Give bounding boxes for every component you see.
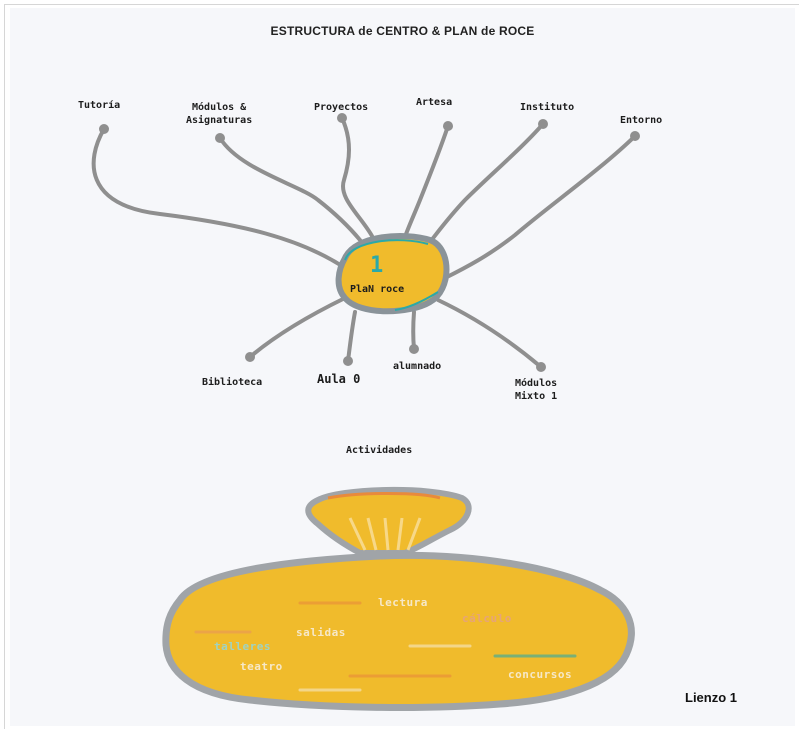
connector-biblioteca	[248, 296, 347, 359]
connector-modulos	[218, 136, 362, 242]
hub-number: 1	[370, 253, 384, 278]
branch-label-modulos: Módulos & Asignaturas	[186, 102, 253, 126]
branch-label-artesa: Artesa	[416, 97, 453, 108]
branch-label-proyectos: Proyectos	[314, 102, 369, 113]
branch-label-alumnado: alumnado	[393, 361, 442, 372]
connector-aula0	[346, 310, 357, 363]
activities-cap	[305, 486, 472, 556]
hub-node	[335, 233, 450, 315]
activity-word: concursos	[508, 668, 573, 681]
connector-artesa	[403, 124, 450, 239]
branch-label-biblioteca: Biblioteca	[202, 377, 263, 388]
connector-modulo-mixto	[436, 298, 543, 369]
activities-blob	[162, 551, 635, 711]
branch-label-aula0: Aula 0	[317, 372, 361, 386]
canvas-label: Lienzo 1	[685, 690, 738, 705]
connector-entorno	[443, 134, 637, 280]
activity-word: salidas	[296, 626, 346, 639]
activity-word: cálculo	[462, 612, 512, 625]
image-frame	[4, 4, 799, 729]
branch-label-modulo-mixto: Módulos Mixto 1	[515, 378, 558, 402]
branch-label-instituto: Instituto	[520, 102, 575, 113]
activity-word: teatro	[240, 660, 283, 673]
connector-instituto	[428, 122, 545, 244]
connector-alumnado	[411, 310, 416, 351]
activities-label: Actividades	[346, 445, 413, 456]
activity-word: talleres	[214, 640, 271, 653]
activity-word: lectura	[378, 596, 428, 609]
branch-label-entorno: Entorno	[620, 115, 663, 126]
hub-label: PlaN roce	[350, 284, 405, 295]
connector-tutoria	[91, 127, 347, 270]
diagram-title: ESTRUCTURA de CENTRO & PLAN de ROCE	[270, 24, 535, 38]
branch-label-tutoria: Tutoría	[78, 100, 121, 111]
connector-proyectos	[340, 116, 374, 238]
